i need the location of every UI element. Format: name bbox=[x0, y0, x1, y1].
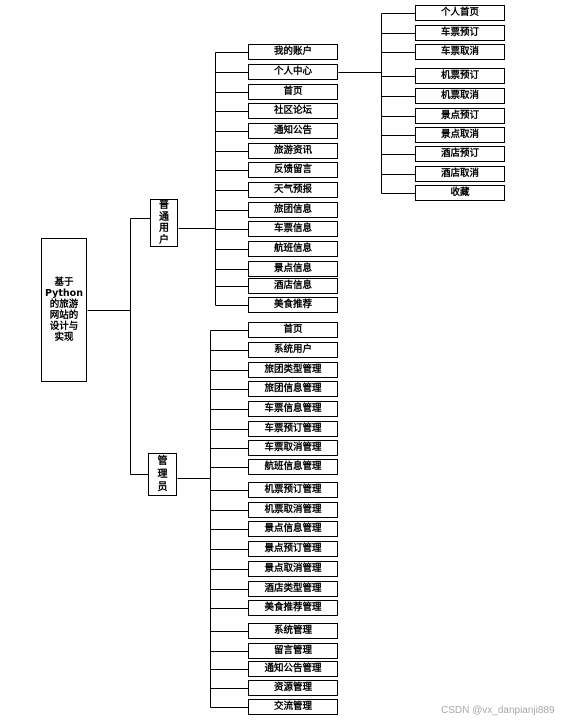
admin-feature-node: 系统用户 bbox=[248, 342, 338, 358]
admin-feature-node: 机票取消管理 bbox=[248, 502, 338, 518]
personal-center-node: 机票取消 bbox=[415, 88, 505, 104]
root-title-line: 网站的 bbox=[49, 310, 79, 321]
admin-feature-node: 美食推荐管理 bbox=[248, 600, 338, 616]
admin-feature-node: 通知公告管理 bbox=[248, 661, 338, 677]
admin-role-node: 管理员 bbox=[148, 453, 177, 496]
user-feature-node: 酒店信息 bbox=[248, 278, 338, 294]
personal-center-node: 车票取消 bbox=[415, 44, 505, 60]
admin-feature-node: 航班信息管理 bbox=[248, 459, 338, 475]
watermark: CSDN @vx_danpianji889 bbox=[441, 705, 555, 716]
admin-feature-node: 车票预订管理 bbox=[248, 421, 338, 437]
admin-feature-node: 交流管理 bbox=[248, 699, 338, 715]
admin-feature-node: 系统管理 bbox=[248, 623, 338, 639]
root-title-line: 设计与 bbox=[49, 321, 79, 332]
personal-center-node: 机票预订 bbox=[415, 68, 505, 84]
user-feature-node: 我的账户 bbox=[248, 44, 338, 60]
personal-center-node: 收藏 bbox=[415, 185, 505, 201]
user-feature-node: 首页 bbox=[248, 84, 338, 100]
root-title-line: 实现 bbox=[54, 332, 74, 343]
admin-feature-node: 资源管理 bbox=[248, 680, 338, 696]
admin-feature-node: 机票预订管理 bbox=[248, 482, 338, 498]
admin-feature-node: 车票信息管理 bbox=[248, 401, 338, 417]
admin-feature-node: 景点取消管理 bbox=[248, 561, 338, 577]
personal-center-node: 景点取消 bbox=[415, 127, 505, 143]
user-feature-node: 旅游资讯 bbox=[248, 143, 338, 159]
personal-center-node: 景点预订 bbox=[415, 108, 505, 124]
user-feature-node: 旅团信息 bbox=[248, 202, 338, 218]
user-feature-node: 航班信息 bbox=[248, 241, 338, 257]
user-feature-node: 车票信息 bbox=[248, 221, 338, 237]
user-role-label: 普通用户 bbox=[159, 200, 169, 246]
user-feature-node: 个人中心 bbox=[248, 64, 338, 80]
root-title-line: Python bbox=[45, 288, 83, 299]
admin-role-label: 管理员 bbox=[157, 456, 168, 493]
personal-center-node: 酒店取消 bbox=[415, 166, 505, 182]
user-feature-node: 美食推荐 bbox=[248, 297, 338, 313]
root-node: 基于 Python 的旅游 网站的 设计与 实现 bbox=[41, 238, 87, 382]
admin-feature-node: 景点信息管理 bbox=[248, 521, 338, 537]
admin-feature-node: 旅团信息管理 bbox=[248, 381, 338, 397]
root-title-line: 的旅游 bbox=[49, 299, 79, 310]
user-role-node: 普通用户 bbox=[150, 199, 178, 247]
user-feature-node: 社区论坛 bbox=[248, 103, 338, 119]
admin-feature-node: 旅团类型管理 bbox=[248, 362, 338, 378]
root-title-line: 基于 bbox=[54, 277, 74, 288]
user-feature-node: 景点信息 bbox=[248, 261, 338, 277]
user-feature-node: 反馈留言 bbox=[248, 162, 338, 178]
admin-feature-node: 酒店类型管理 bbox=[248, 581, 338, 597]
user-feature-node: 通知公告 bbox=[248, 123, 338, 139]
personal-center-node: 个人首页 bbox=[415, 5, 505, 21]
admin-feature-node: 留言管理 bbox=[248, 643, 338, 659]
admin-feature-node: 车票取消管理 bbox=[248, 440, 338, 456]
user-feature-node: 天气预报 bbox=[248, 182, 338, 198]
personal-center-node: 车票预订 bbox=[415, 25, 505, 41]
admin-feature-node: 首页 bbox=[248, 322, 338, 338]
admin-feature-node: 景点预订管理 bbox=[248, 541, 338, 557]
personal-center-node: 酒店预订 bbox=[415, 146, 505, 162]
